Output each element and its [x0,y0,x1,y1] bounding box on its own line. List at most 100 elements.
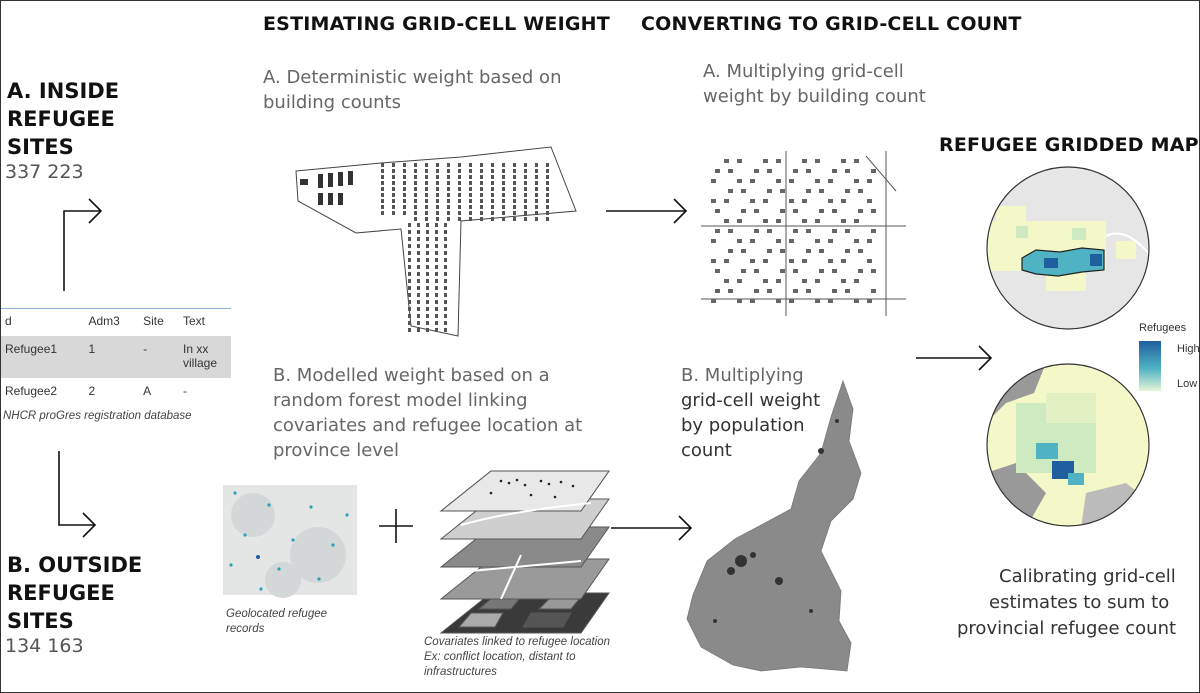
building-mark [408,307,411,311]
building-mark [513,169,516,173]
building-mark [480,211,483,215]
building-mark [417,314,420,318]
registration-caption: NHCR proGres registration database [3,410,192,422]
building-mark [828,299,833,303]
building-mark [502,193,505,197]
building-mark [535,193,538,197]
building-mark [408,237,411,241]
building-mark [491,211,494,215]
building-mark [491,169,494,173]
building-mark [776,279,781,283]
building-mark [408,293,411,297]
building-mark [867,239,872,243]
building-mark [425,211,428,215]
building-mark [815,159,820,163]
geolocated-records-image [223,485,357,598]
building-mark [435,286,438,290]
legend-color-ramp [1139,341,1161,391]
building-mark [444,293,447,297]
building-mark [491,217,494,221]
building-mark [426,258,429,262]
building-mark [414,217,417,221]
outside-line-3: SITES [7,609,74,633]
building-mark [426,272,429,276]
building-mark [392,211,395,215]
col-header-id: d [5,314,12,328]
inside-sites-count: 337 223 [5,161,84,183]
building-mark [728,289,733,293]
building-mark [854,299,859,303]
building-mark [458,169,461,173]
building-mark [711,199,716,203]
building-mark [832,169,837,173]
building-mark [435,244,438,248]
building-mark [546,211,549,215]
building-mark [425,169,428,173]
building-mark [417,251,420,255]
building-mark [381,163,384,167]
building-mark [392,187,395,191]
building-mark [417,328,420,332]
building-mark [425,175,428,179]
building-mark [513,205,516,209]
building-mark [403,169,406,173]
building-mark [776,299,781,303]
outside-line-1: B. OUTSIDE [7,553,143,577]
inside-line-3: SITES [7,135,74,159]
building-mark [754,209,759,213]
registration-table: d Adm3 Site Text Refugee1 1 - In xx vill… [1,314,231,406]
building-mark [828,259,833,263]
building-mark [524,181,527,185]
building-mark [546,199,549,203]
building-mark [815,279,820,283]
building-mark [480,163,483,167]
building-mark [832,209,837,213]
building-mark [417,230,420,234]
building-mark [767,189,772,193]
building-mark [444,328,447,332]
building-mark [469,193,472,197]
building-mark [750,259,755,263]
building-mark [403,205,406,209]
inside-sites-label: A. INSIDE REFUGEE SITES [7,77,119,161]
building-mark [408,314,411,318]
building-mark [754,289,759,293]
building-mark [417,265,420,269]
building-mark [469,199,472,203]
building-mark [524,187,527,191]
building-mark [806,249,811,253]
building-mark [802,219,807,223]
building-mark [715,229,720,233]
building-mark [793,269,798,273]
building-mark [381,169,384,173]
building-mark [425,205,428,209]
building-mark [819,189,824,193]
refugee-camp-illustration [295,146,577,337]
building-mark [447,169,450,173]
registration-table-wrap: d Adm3 Site Text Refugee1 1 - In xx vill… [1,308,231,422]
building-mark [414,169,417,173]
building-mark [426,279,429,283]
building-mark [417,272,420,276]
building-mark [417,321,420,325]
building-mark [776,219,781,223]
building-mark [711,179,716,183]
building-mark [435,272,438,276]
building-mark [469,175,472,179]
building-mark [426,251,429,255]
building-mark [435,293,438,297]
building-mark [417,258,420,262]
building-mark [750,239,755,243]
building-mark [444,314,447,318]
building-mark [491,205,494,209]
building-mark [444,300,447,304]
covariate-layers [439,470,610,634]
building-mark [447,193,450,197]
building-mark [513,199,516,203]
arrow-to-outside [58,451,95,526]
building-mark [469,187,472,191]
building-mark [426,314,429,318]
building-mark [858,269,863,273]
building-mark [728,169,733,173]
building-mark [408,251,411,255]
